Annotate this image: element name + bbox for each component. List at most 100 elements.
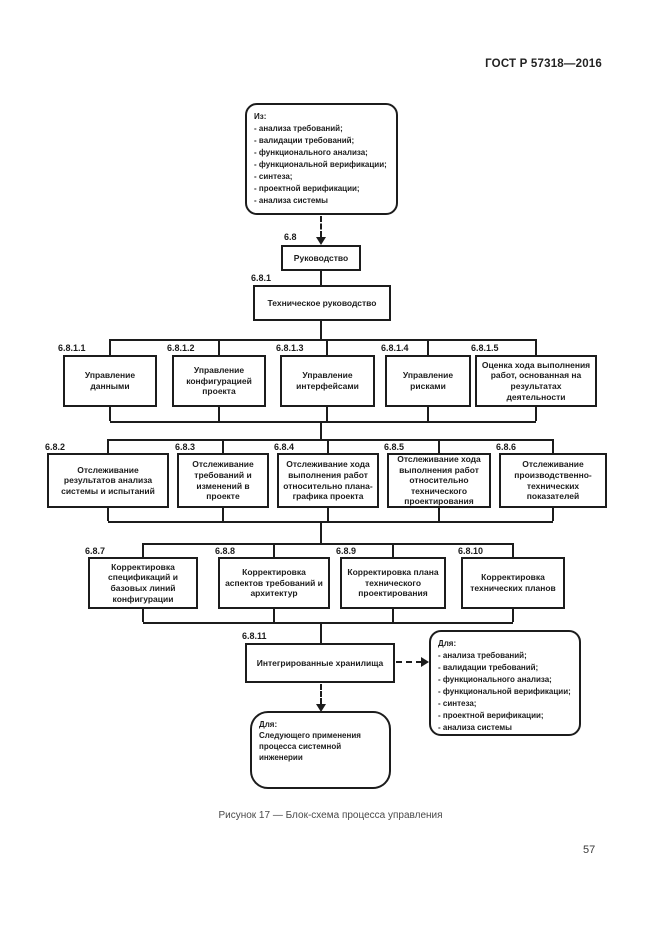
node-control: Руководство — [281, 245, 361, 271]
node-label: Управление данными — [84, 370, 136, 391]
node-label: Отслеживание производственно-технических… — [514, 459, 592, 502]
connector-line — [438, 508, 440, 521]
connector-bus — [110, 339, 536, 341]
connector-line — [218, 407, 220, 421]
node-technical-management: Техническое руководство — [253, 285, 391, 321]
node-label: Управление конфигурацией проекта — [186, 365, 252, 397]
connector-line — [552, 439, 554, 453]
connector-bus — [143, 622, 513, 624]
node-track-schedule-progress: Отслеживание хода выполнения работ относ… — [277, 453, 379, 508]
connector-line — [109, 407, 111, 421]
node-id-6-8: 6.8 — [284, 232, 297, 242]
node-label: Корректировка плана технического проекти… — [347, 567, 439, 599]
node-label: Отслеживание требований и изменений в пр… — [192, 459, 254, 502]
node-id-6-8-1-2: 6.8.1.2 — [167, 343, 195, 353]
target-terminator-box: Для: - анализа требований; - валидации т… — [429, 630, 581, 736]
node-id-6-8-5: 6.8.5 — [384, 442, 405, 452]
node-id-6-8-6: 6.8.6 — [496, 442, 517, 452]
connector-line — [273, 609, 275, 622]
next-box-body: Следующего применения процесса системной… — [259, 731, 361, 762]
node-label: Корректировка технических планов — [470, 572, 556, 593]
node-label: Оценка хода выполнения работ, основанная… — [481, 359, 591, 402]
figure-caption: Рисунок 17 — Блок-схема процесса управле… — [218, 810, 443, 821]
node-track-technical-progress: Отслеживание хода выполнения работ относ… — [387, 453, 491, 508]
connector-line — [222, 439, 224, 453]
connector-line — [142, 609, 144, 622]
node-label: Корректировка аспектов требований и архи… — [225, 567, 323, 599]
connector-line — [427, 407, 429, 421]
connector-line — [512, 543, 514, 557]
connector-line — [392, 609, 394, 622]
connector-line — [438, 439, 440, 453]
node-label: Отслеживание хода выполнения работ относ… — [283, 459, 373, 502]
next-application-box: Для: Следующего применения процесса сист… — [250, 711, 391, 789]
connector-line — [222, 508, 224, 521]
connector-line — [320, 321, 322, 339]
node-configuration-management: Управление конфигурацией проекта — [172, 355, 266, 407]
connector-line — [320, 521, 322, 543]
source-item: - синтеза; — [254, 172, 293, 181]
node-update-technical-plans: Корректировка технических планов — [461, 557, 565, 609]
node-label: Интегрированные хранилища — [256, 657, 384, 668]
connector-bus — [108, 439, 553, 441]
node-id-6-8-1-4: 6.8.1.4 — [381, 343, 409, 353]
source-item: - функционального анализа; — [254, 148, 368, 157]
target-item: - функциональной верификации; — [438, 687, 571, 696]
target-item: - анализа требований; — [438, 651, 527, 660]
connector-line — [327, 508, 329, 521]
node-id-6-8-3: 6.8.3 — [175, 442, 196, 452]
connector-line — [512, 609, 514, 622]
arrowhead-right — [421, 657, 429, 667]
dashed-connector — [320, 684, 322, 704]
page-number: 57 — [583, 844, 596, 856]
node-label: Управление рисками — [402, 370, 454, 391]
connector-line — [326, 339, 328, 355]
node-label: Корректировка спецификаций и базовых лин… — [108, 561, 178, 604]
arrowhead-down — [316, 237, 326, 245]
connector-line — [142, 543, 144, 557]
target-item: - валидации требований; — [438, 663, 539, 672]
connector-line — [552, 508, 554, 521]
node-id-6-8-2: 6.8.2 — [45, 442, 66, 452]
connector-line — [326, 407, 328, 421]
node-update-engineering-plan: Корректировка плана технического проекти… — [340, 557, 446, 609]
source-item: - валидации требований; — [254, 136, 355, 145]
connector-line — [109, 339, 111, 355]
node-track-requirements-changes: Отслеживание требований и изменений в пр… — [177, 453, 269, 508]
node-interface-management: Управление интерфейсами — [280, 355, 375, 407]
node-id-6-8-1: 6.8.1 — [251, 273, 272, 283]
connector-bus — [110, 421, 536, 423]
connector-line — [535, 407, 537, 421]
node-id-6-8-1-1: 6.8.1.1 — [58, 343, 86, 353]
node-track-metrics: Отслеживание производственно-технических… — [499, 453, 607, 508]
next-box-title: Для: — [259, 720, 278, 729]
node-label: Управление интерфейсами — [296, 370, 359, 391]
source-terminator-box: Из: - анализа требований; - валидации тр… — [245, 103, 398, 215]
connector-bus — [143, 543, 513, 545]
node-id-6-8-9: 6.8.9 — [336, 546, 357, 556]
standard-header: ГОСТ Р 57318—2016 — [485, 58, 602, 70]
node-update-requirements-architectures: Корректировка аспектов требований и архи… — [218, 557, 330, 609]
node-id-6-8-8: 6.8.8 — [215, 546, 236, 556]
node-risk-management: Управление рисками — [385, 355, 471, 407]
dashed-connector — [396, 661, 422, 663]
source-item: - анализа системы — [254, 196, 328, 205]
connector-line — [107, 508, 109, 521]
node-label: Отслеживание результатов анализа системы… — [61, 464, 155, 496]
node-id-6-8-1-5: 6.8.1.5 — [471, 343, 499, 353]
connector-line — [107, 439, 109, 453]
connector-line — [535, 339, 537, 355]
connector-line — [427, 339, 429, 355]
arrowhead-down — [316, 704, 326, 712]
target-box-title: Для: — [438, 639, 457, 648]
connector-line — [320, 622, 322, 643]
connector-bus — [108, 521, 553, 523]
node-update-specifications: Корректировка спецификаций и базовых лин… — [88, 557, 198, 609]
node-data-management: Управление данными — [63, 355, 157, 407]
connector-line — [273, 543, 275, 557]
connector-line — [320, 270, 322, 286]
node-progress-assessment: Оценка хода выполнения работ, основанная… — [475, 355, 597, 407]
node-integrated-repository: Интегрированные хранилища — [245, 643, 395, 683]
connector-line — [327, 439, 329, 453]
